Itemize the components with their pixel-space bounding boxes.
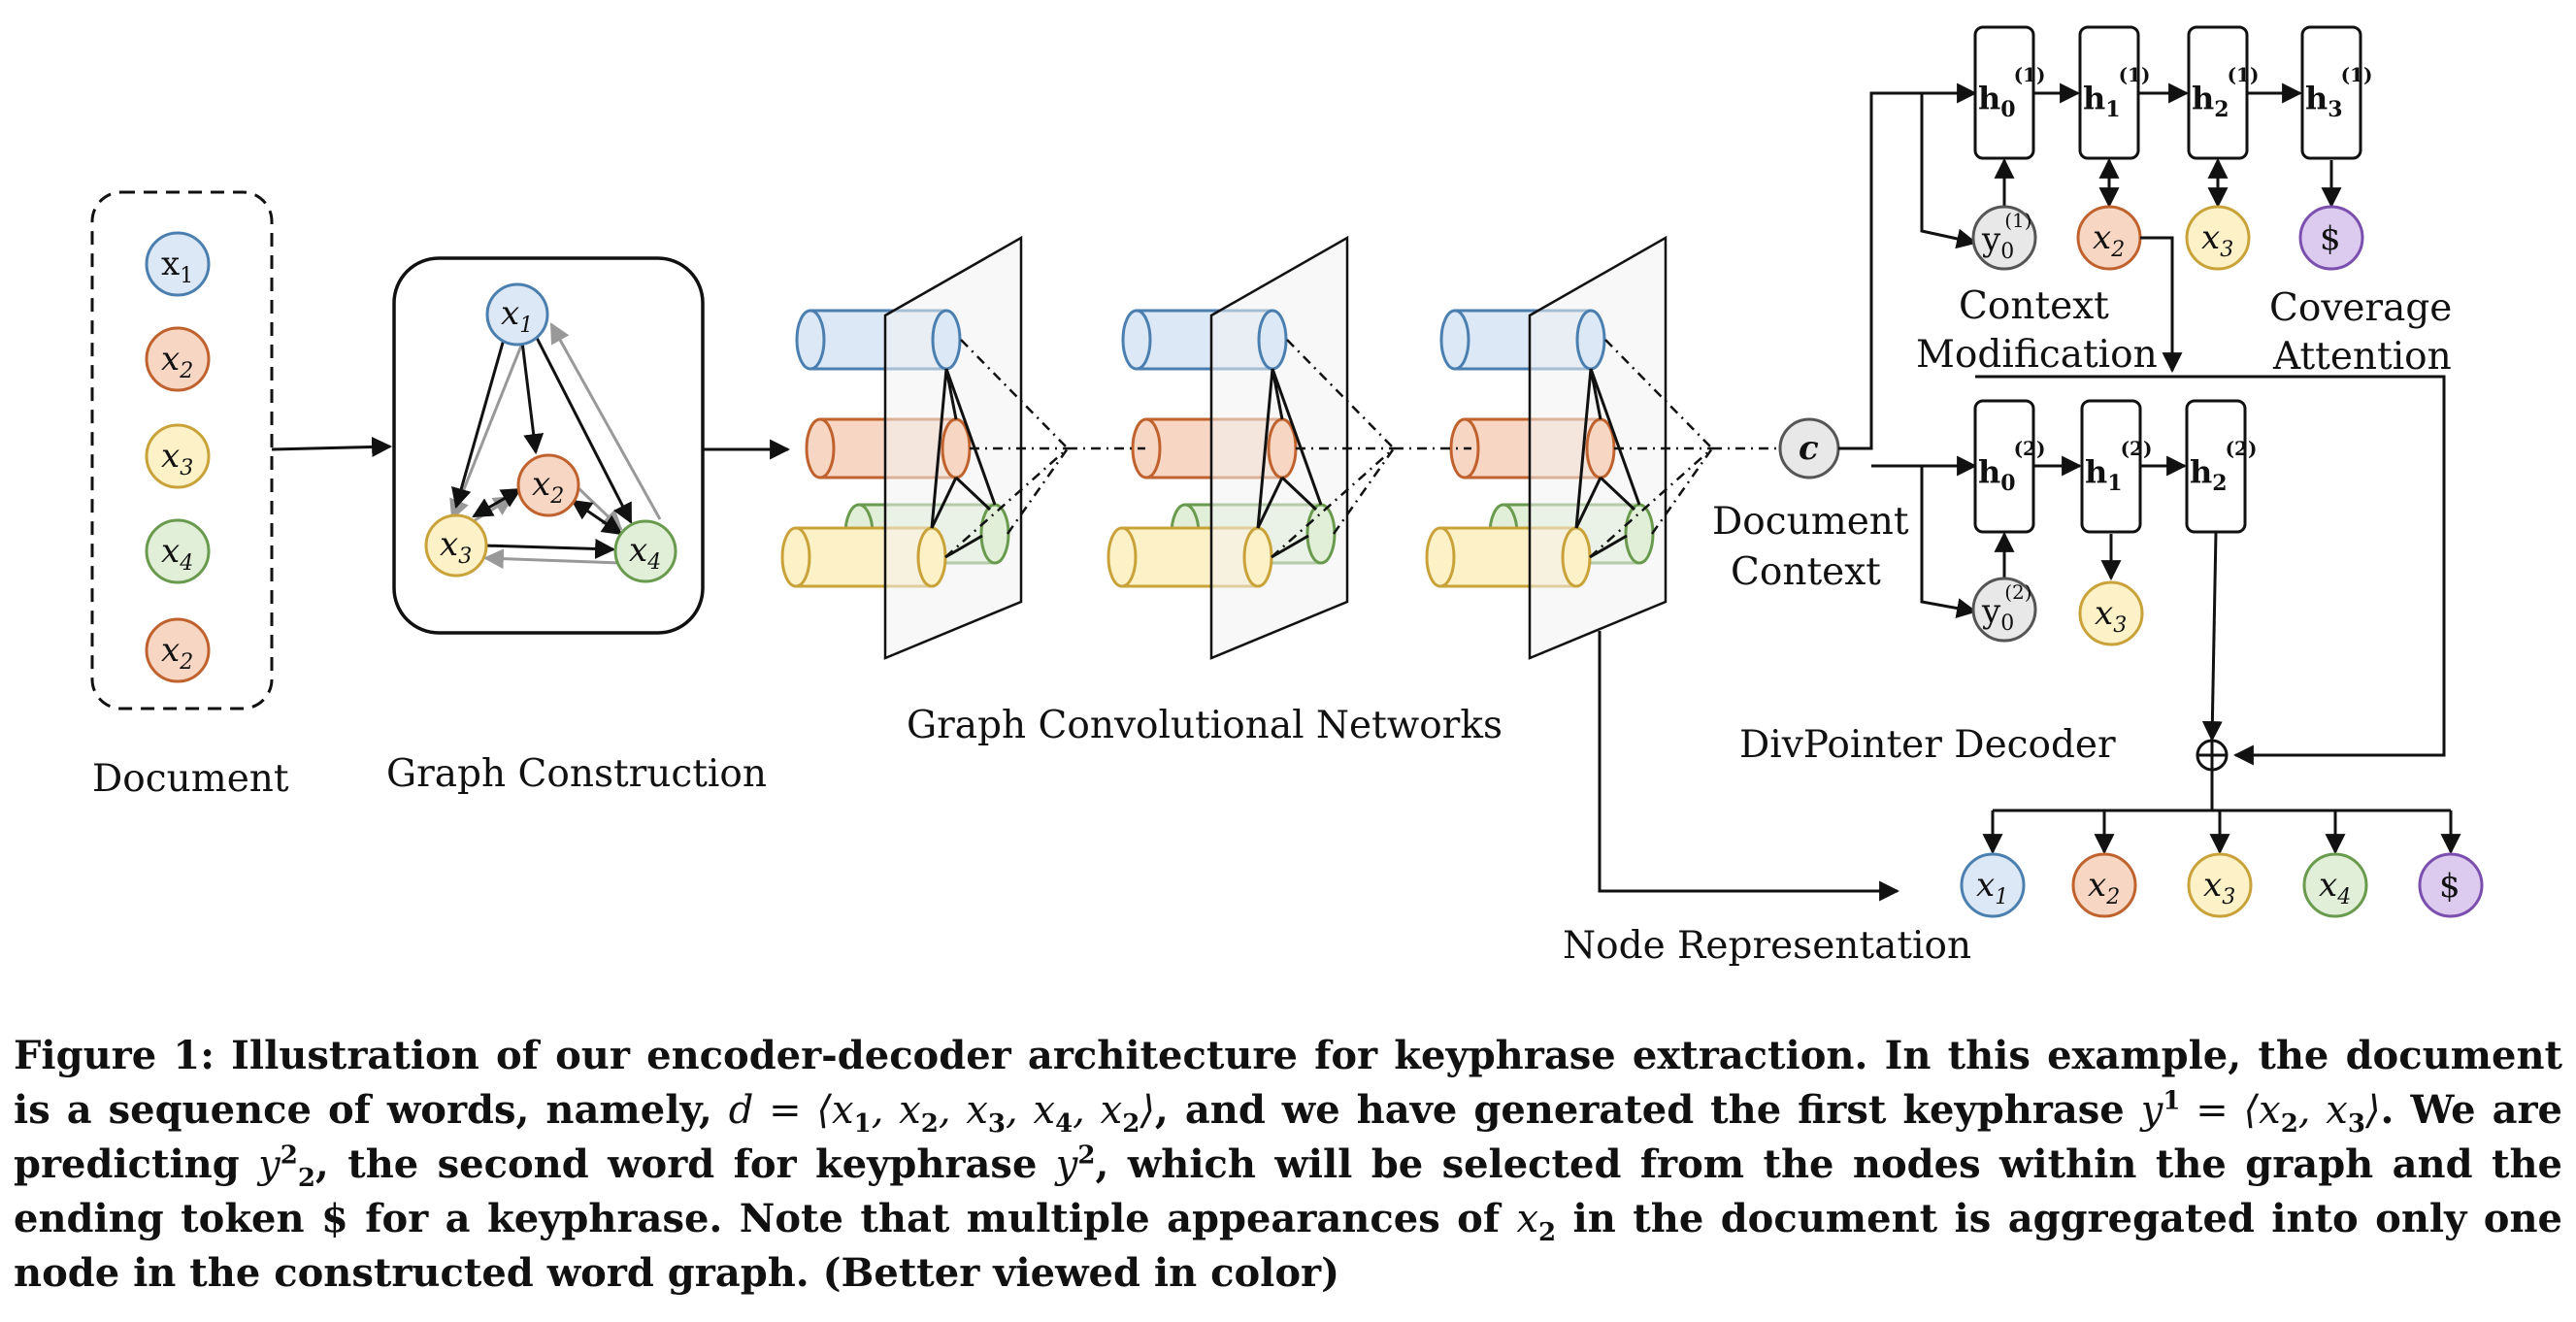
- graph-node-x2: x2: [516, 453, 580, 517]
- graph-node-x4: x4: [613, 519, 677, 583]
- decoder-step-2: h0(2) h1(2) h2(2) y0(2) x3 DivPointer De…: [1739, 399, 2257, 767]
- document-context: c Document Context: [1712, 417, 1909, 594]
- figure-caption: Figure 1: Illustration of our encoder-de…: [14, 1033, 2563, 1296]
- context-modification-label-2: Modification: [1916, 333, 2158, 377]
- graph-construction-panel: x1 x2 x3 x4 Graph Construction: [386, 256, 767, 796]
- svg-text:x3: x3: [2203, 866, 2235, 909]
- caption-part-4: , the second word for keyphrase: [314, 1141, 1056, 1187]
- svg-text:x4: x4: [161, 532, 193, 576]
- graph-node-x3: x3: [424, 513, 488, 578]
- sum-node: [2196, 739, 2229, 772]
- svg-text:$: $: [2320, 219, 2341, 258]
- doc-node-x2b: x2: [145, 617, 211, 683]
- decoder-step-1: h0(1) h1(1) h2(1) h3(1) y0(1) x2 x3 $ Co…: [1916, 25, 2452, 379]
- gcn-panel: Graph Convolutional Networks: [780, 235, 1776, 747]
- out-node-x4: x4: [2302, 852, 2368, 918]
- doc-node-x2: x2: [145, 326, 211, 392]
- caption-part-1: Figure 1: Illustration of our encoder-de…: [14, 1033, 2562, 1133]
- caption-part-3: . We are predicting: [14, 1087, 2563, 1187]
- divpointer-label: DivPointer Decoder: [1739, 723, 2116, 767]
- svg-text:x2: x2: [161, 631, 193, 675]
- document-label: Document: [92, 757, 289, 801]
- caption-part-5: , which will be selected from the nodes …: [14, 1141, 2563, 1241]
- node-representation-label: Node Representation: [1563, 924, 1971, 968]
- out-node-x1: x1: [1960, 852, 2026, 918]
- gcn-label: Graph Convolutional Networks: [907, 704, 1503, 747]
- output-nodes: x1 x2 x3 x4 $: [1960, 852, 2484, 918]
- document-context-label-1: Document: [1712, 500, 1909, 544]
- gcn-layer-3: [1425, 235, 1714, 660]
- document-context-label-2: Context: [1731, 550, 1881, 594]
- gcn-layer-2: [1106, 235, 1396, 660]
- document-panel: x1 x2 x3 x4 x2 Document: [90, 190, 289, 801]
- gcn-layer-1: [780, 235, 1070, 660]
- context-modification-label-1: Context: [1959, 284, 2109, 328]
- out-node-end: $: [2418, 852, 2484, 918]
- context-node-label: c: [1799, 429, 1819, 468]
- doc-node-x4: x4: [145, 518, 211, 584]
- coverage-label-2: Attention: [2272, 335, 2452, 379]
- graph-node-x1: x1: [485, 282, 549, 347]
- out-node-x3: x3: [2187, 852, 2253, 918]
- doc-node-x3: x3: [145, 423, 211, 489]
- out-node-x2: x2: [2071, 852, 2137, 918]
- caption-part-6: in the document is aggregated into only …: [14, 1196, 2562, 1296]
- architecture-diagram: x1 x2 x3 x4 x2 Document x1 x2 x3 x4 Grap…: [90, 25, 2484, 968]
- svg-text:$: $: [2439, 867, 2460, 906]
- caption-d-eq: d = ⟨x: [728, 1088, 854, 1133]
- doc-node-x1: x1: [145, 231, 211, 297]
- caption-part-2: , and we have generated the first keyphr…: [1154, 1087, 2141, 1133]
- coverage-label-1: Coverage: [2269, 286, 2452, 330]
- graph-construction-label: Graph Construction: [386, 752, 767, 796]
